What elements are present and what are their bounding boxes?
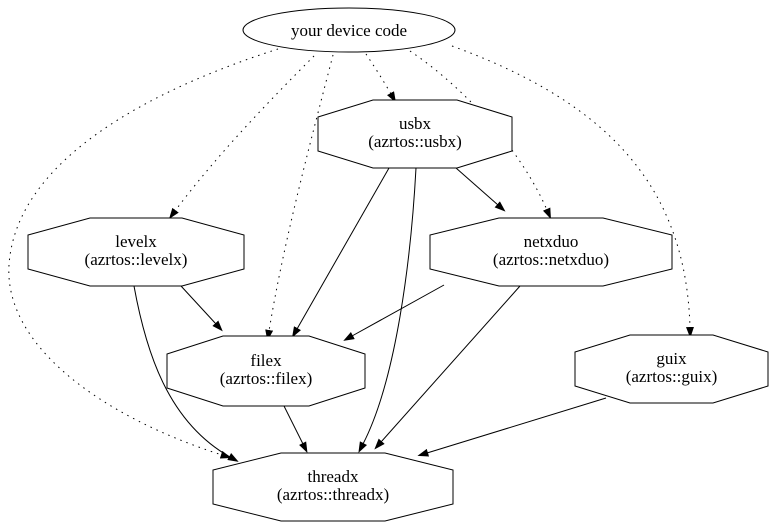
node-threadx-shape <box>212 452 454 522</box>
node-usbx-shape <box>317 99 513 169</box>
node-device_code-label-line1: your device code <box>291 21 407 40</box>
node-netxduo-shape <box>429 217 673 287</box>
node-device_code-shape <box>242 7 456 53</box>
node-usbx-label-line2: (azrtos::usbx) <box>368 132 461 151</box>
node-guix-label-line2: (azrtos::guix) <box>626 367 718 386</box>
node-levelx: levelx(azrtos::levelx) <box>27 217 245 287</box>
edge-usbx-threadx <box>358 167 417 453</box>
node-filex-shape <box>166 335 366 407</box>
edge-usbx-netxduo <box>455 167 506 212</box>
node-netxduo-label-line1: netxduo <box>524 232 579 251</box>
node-filex: filex(azrtos::filex) <box>166 335 366 407</box>
nodes-layer: your device codeusbx(azrtos::usbx)levelx… <box>27 7 769 522</box>
edge-levelx-threadx <box>133 285 239 462</box>
node-filex-label-line2: (azrtos::filex) <box>220 369 313 388</box>
node-threadx-label-line1: threadx <box>308 467 359 486</box>
node-levelx-label-line2: (azrtos::levelx) <box>85 250 188 269</box>
node-usbx: usbx(azrtos::usbx) <box>317 99 513 169</box>
edge-filex-threadx <box>283 405 308 453</box>
edge-netxduo-threadx <box>374 285 521 450</box>
node-device_code: your device code <box>242 7 456 53</box>
edge-guix-threadx <box>417 397 607 457</box>
node-threadx-label-line2: (azrtos::threadx) <box>277 485 389 504</box>
node-filex-label-line1: filex <box>250 351 282 370</box>
edges-layer <box>8 45 694 462</box>
node-usbx-label-line1: usbx <box>399 114 432 133</box>
edge-levelx-filex <box>180 285 223 332</box>
node-guix-label-line1: guix <box>656 349 687 368</box>
edge-usbx-filex <box>292 167 390 338</box>
node-netxduo-label-line2: (azrtos::netxduo) <box>493 250 609 269</box>
node-levelx-label-line1: levelx <box>115 232 157 251</box>
node-guix-shape <box>574 334 769 404</box>
node-netxduo: netxduo(azrtos::netxduo) <box>429 217 673 287</box>
node-guix: guix(azrtos::guix) <box>574 334 769 404</box>
edge-device_code-filex <box>265 54 334 341</box>
edge-netxduo-filex <box>343 284 445 341</box>
edge-device_code-levelx <box>169 55 315 220</box>
node-levelx-shape <box>27 217 245 287</box>
node-threadx: threadx(azrtos::threadx) <box>212 452 454 522</box>
